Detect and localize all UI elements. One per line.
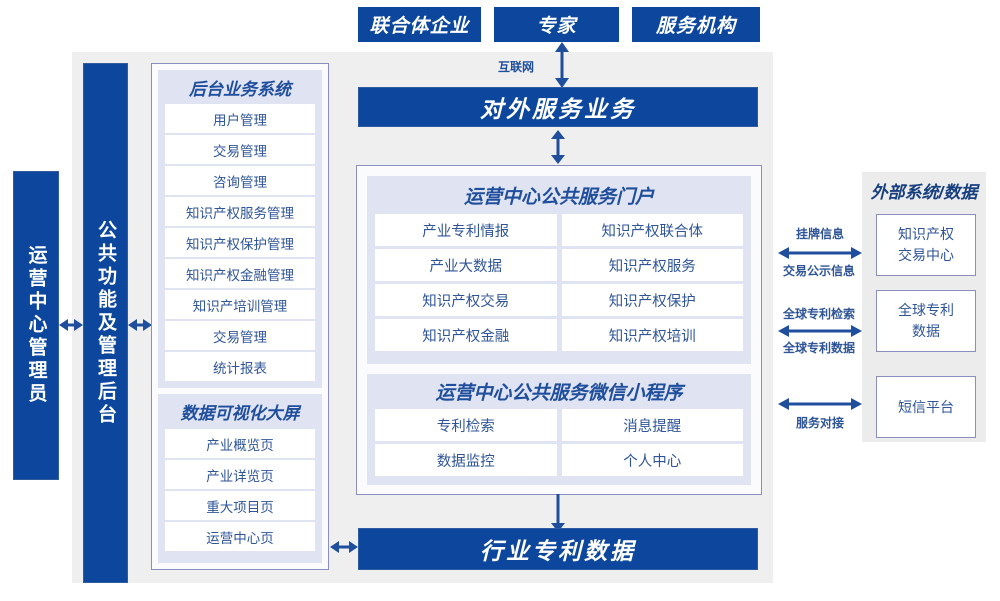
actor-box-expert[interactable]: 专家 (494, 7, 619, 42)
data-screen-group: 数据可视化大屏 产业概览页 产业详览页 重大项目页 运营中心页 (158, 394, 322, 563)
miniprogram-item-grid: 专利检索 消息提醒 数据监控 个人中心 (367, 409, 751, 484)
actor-box-consortium[interactable]: 联合体企业 (358, 7, 481, 42)
internet-connector-label: 互联网 (497, 59, 534, 74)
miniprogram-group: 运营中心公共服务微信小程序 专利检索 消息提醒 数据监控 个人中心 (367, 374, 751, 485)
backend-system-item[interactable]: 咨询管理 (165, 166, 315, 195)
miniprogram-item[interactable]: 数据监控 (375, 444, 557, 476)
miniprogram-title: 运营中心公共服务微信小程序 (435, 383, 683, 404)
external-connector-3-arrow-icon (778, 398, 862, 410)
portal-item[interactable]: 知识产权培训 (561, 319, 743, 351)
external-service-business-label: 对外服务业务 (480, 96, 636, 122)
miniprogram-item[interactable]: 消息提醒 (561, 409, 743, 441)
arrow-data-screen-to-patent-data-icon (330, 541, 358, 553)
portal-item[interactable]: 知识产权服务 (561, 249, 743, 281)
external-system-box-sms-platform[interactable]: 短信平台 (876, 376, 976, 438)
external-connector-1-arrow-icon (778, 247, 862, 259)
external-connector-2-arrow-icon (778, 325, 862, 337)
portal-item[interactable]: 产业大数据 (375, 249, 557, 281)
backend-system-item[interactable]: 用户管理 (165, 104, 315, 133)
backend-system-item[interactable]: 交易管理 (165, 135, 315, 164)
external-connector-3-bottom-label: 服务对接 (795, 415, 844, 430)
backend-system-group: 后台业务系统 用户管理 交易管理 咨询管理 知识产权服务管理 知识产权保护管理 … (158, 70, 322, 388)
left-bar-label: 运营中心管理员 (25, 245, 47, 406)
backend-system-item-list: 用户管理 交易管理 咨询管理 知识产权服务管理 知识产权保护管理 知识产权金融管… (158, 104, 322, 388)
external-systems-title: 外部系统/数据 (870, 182, 978, 202)
backend-system-item[interactable]: 知识产权金融管理 (165, 259, 315, 288)
external-connector-1-bottom-label: 交易公示信息 (782, 263, 855, 278)
arrow-service-to-portal-icon (551, 130, 565, 164)
actor-box-service-agency[interactable]: 服务机构 (632, 7, 760, 42)
portal-item[interactable]: 产业专利情报 (375, 214, 557, 246)
backend-system-item[interactable]: 统计报表 (165, 352, 315, 381)
external-system-label: 全球专利 数据 (898, 302, 954, 339)
external-connector-2-top-label: 全球专利检索 (782, 306, 855, 321)
external-system-label: 短信平台 (898, 398, 954, 415)
arrow-portal-to-patent-data-icon (551, 494, 565, 532)
backend-system-item[interactable]: 知识产权服务管理 (165, 197, 315, 226)
backend-system-title: 后台业务系统 (189, 79, 291, 99)
data-screen-item-list: 产业概览页 产业详览页 重大项目页 运营中心页 (158, 429, 322, 558)
portal-item[interactable]: 知识产权金融 (375, 319, 557, 351)
data-screen-item[interactable]: 重大项目页 (165, 491, 315, 520)
arrow-backend-to-business-system-icon (128, 319, 152, 331)
miniprogram-item[interactable]: 个人中心 (561, 444, 743, 476)
portal-item[interactable]: 知识产权保护 (561, 284, 743, 316)
external-connector-1-top-label: 挂牌信息 (795, 226, 844, 241)
external-system-box-ip-trading-center[interactable]: 知识产权 交易中心 (876, 214, 976, 276)
industry-patent-data-bar[interactable]: 行业专利数据 (358, 528, 758, 570)
external-connector-2-bottom-label: 全球专利数据 (782, 340, 855, 355)
backend-system-item[interactable]: 知识产培训管理 (165, 290, 315, 319)
portal-item-grid: 产业专利情报 知识产权联合体 产业大数据 知识产权服务 知识产权交易 知识产权保… (367, 214, 751, 359)
portal-item[interactable]: 知识产权交易 (375, 284, 557, 316)
data-screen-title: 数据可视化大屏 (180, 404, 300, 423)
industry-patent-data-label: 行业专利数据 (480, 538, 636, 564)
external-system-label: 知识产权 交易中心 (898, 226, 954, 263)
portal-group: 运营中心公共服务门户 产业专利情报 知识产权联合体 产业大数据 知识产权服务 知… (367, 176, 751, 364)
data-screen-item[interactable]: 产业详览页 (165, 460, 315, 489)
miniprogram-item[interactable]: 专利检索 (375, 409, 557, 441)
actor-label: 专家 (536, 16, 577, 37)
external-service-business-bar[interactable]: 对外服务业务 (358, 87, 758, 127)
portal-item[interactable]: 知识产权联合体 (561, 214, 743, 246)
data-screen-item[interactable]: 产业概览页 (165, 429, 315, 458)
backend-system-item[interactable]: 知识产权保护管理 (165, 228, 315, 257)
internet-double-arrow-icon (555, 42, 569, 88)
backend-system-item[interactable]: 交易管理 (165, 321, 315, 350)
arrow-admin-to-backend-icon (59, 319, 83, 331)
actor-label: 联合体企业 (369, 16, 470, 37)
left-bar-operation-center-admin[interactable]: 运营中心管理员 (13, 171, 59, 480)
left-bar-common-function-backend[interactable]: 公共功能及管理后台 (83, 63, 128, 583)
data-screen-item[interactable]: 运营中心页 (165, 522, 315, 551)
external-system-box-global-patent-data[interactable]: 全球专利 数据 (876, 290, 976, 352)
left-bar-label: 公共功能及管理后台 (95, 219, 116, 427)
portal-title: 运营中心公共服务门户 (463, 186, 654, 208)
actor-label: 服务机构 (655, 16, 736, 37)
